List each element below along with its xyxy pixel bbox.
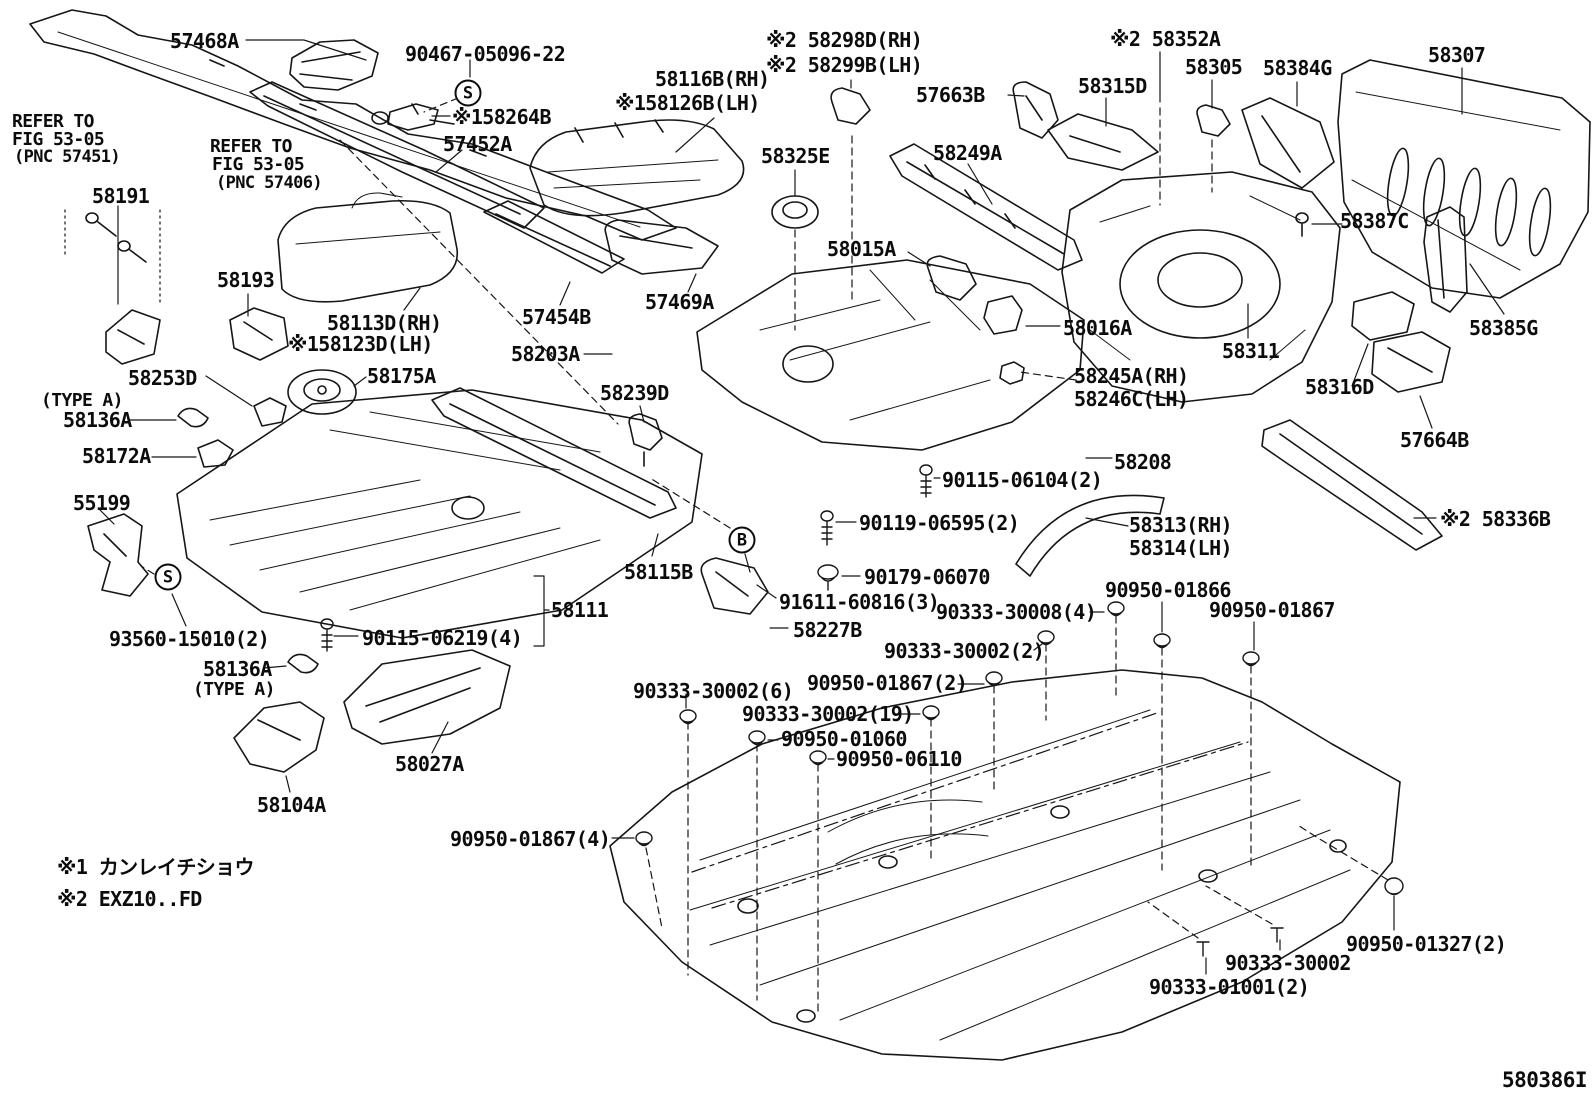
part-number-label: 58314(LH) xyxy=(1129,536,1233,560)
part-number-label: 58136A xyxy=(63,408,132,432)
part-number-label: 90950-01867 xyxy=(1209,598,1335,622)
part-number-label: 58175A xyxy=(367,364,436,388)
part-number-label: 90115-06219(4) xyxy=(362,626,523,650)
part-number-label: 58111 xyxy=(551,598,609,622)
part-number-label: 90333-30002(19) xyxy=(742,702,914,726)
part-number-label: ※2 58336B xyxy=(1440,507,1551,531)
part-number-label: 57469A xyxy=(645,290,714,314)
reference-note: REFER TO xyxy=(12,111,95,132)
part-number-label: ※2 58299B(LH) xyxy=(766,53,923,77)
part-number-label: 58246C(LH) xyxy=(1074,387,1189,411)
part-number-label: 58136A xyxy=(203,657,272,681)
figure-code: 580386I xyxy=(1502,1068,1588,1092)
part-number-label: 58311 xyxy=(1222,339,1280,363)
part-number-label: 58208 xyxy=(1114,450,1172,474)
part-number-label: 58193 xyxy=(217,268,275,292)
part-number-label: 90119-06595(2) xyxy=(859,511,1020,535)
part-number-label: ※2 58298D(RH) xyxy=(766,28,923,52)
part-number-label: 58116B(RH) xyxy=(655,67,770,91)
part-number-label: 90950-01867(2) xyxy=(807,671,968,695)
part-number-label: 58239D xyxy=(600,381,669,405)
leader-lines xyxy=(99,39,1505,975)
part-number-label: 57452A xyxy=(443,132,512,156)
part-number-label: 58249A xyxy=(933,141,1002,165)
circled-letter-s: S xyxy=(454,79,482,107)
part-number-label: 58385G xyxy=(1469,316,1538,340)
part-number-label: 58384G xyxy=(1263,56,1332,80)
part-number-label: 90950-01327(2) xyxy=(1346,932,1507,956)
part-number-label: 58245A(RH) xyxy=(1074,364,1189,388)
part-number-label: 58027A xyxy=(395,752,464,776)
circled-letter-s: S xyxy=(154,563,182,591)
part-number-label: 57663B xyxy=(916,83,985,107)
part-number-label: 90333-30002(2) xyxy=(884,639,1045,663)
part-number-label: 58316D xyxy=(1305,375,1374,399)
part-number-label: 90179-06070 xyxy=(864,565,990,589)
part-number-label: 58203A xyxy=(511,342,580,366)
part-number-label: 90333-30002(6) xyxy=(633,679,794,703)
part-number-label: 90950-01867(4) xyxy=(450,827,611,851)
reference-note: FIG 53-05 xyxy=(212,154,305,175)
part-number-label: 58172A xyxy=(82,444,151,468)
part-number-label: 90333-30002 xyxy=(1225,951,1351,975)
fastener-glyphs xyxy=(320,464,1404,957)
part-number-label: 93560-15010(2) xyxy=(109,627,270,651)
part-number-label: 58313(RH) xyxy=(1129,513,1233,537)
part-number-label: 90467-05096-22 xyxy=(405,42,566,66)
part-number-label: 58104A xyxy=(257,793,326,817)
variant-note: (TYPE A) xyxy=(41,390,124,411)
part-number-label: 90950-01060 xyxy=(781,727,907,751)
part-number-label: ※158126B(LH) xyxy=(615,91,760,115)
part-number-label: 58387C xyxy=(1340,209,1409,233)
part-number-label: 58253D xyxy=(128,366,197,390)
reference-note: REFER TO xyxy=(210,136,293,157)
part-number-label: 58191 xyxy=(92,184,150,208)
part-number-label: 90333-01001(2) xyxy=(1149,975,1310,999)
reference-note: FIG 53-05 xyxy=(12,129,105,150)
legend-note-2: ※2 EXZ10..FD xyxy=(57,887,202,911)
part-number-label: 58115B xyxy=(624,560,693,584)
part-number-label: ※2 58352A xyxy=(1110,27,1221,51)
part-number-label: 58325E xyxy=(761,144,830,168)
part-number-label: 58015A xyxy=(827,237,896,261)
part-number-label: ※158123D(LH) xyxy=(288,332,433,356)
part-number-label: 90950-06110 xyxy=(836,747,962,771)
part-number-label: 90333-30008(4) xyxy=(936,600,1097,624)
part-number-label: 91611-60816(3) xyxy=(779,590,940,614)
part-number-label: 57664B xyxy=(1400,428,1469,452)
part-number-label: 55199 xyxy=(73,491,131,515)
variant-note: (TYPE A) xyxy=(193,679,276,700)
part-number-label: 57468A xyxy=(170,29,239,53)
circled-letter-b: B xyxy=(728,526,756,554)
part-number-label: 58227B xyxy=(793,618,862,642)
legend-note-1: ※1 カンレイチショウ xyxy=(57,855,255,879)
part-number-label: 58305 xyxy=(1185,55,1243,79)
reference-note: (PNC 57451) xyxy=(14,147,121,167)
dashed-lines xyxy=(64,97,1389,1016)
part-number-label: ※158264B xyxy=(452,105,552,129)
part-number-label: 58307 xyxy=(1428,43,1486,67)
part-number-label: 58315D xyxy=(1078,74,1147,98)
part-number-label: 58016A xyxy=(1063,316,1132,340)
part-number-label: 58113D(RH) xyxy=(327,311,442,335)
part-number-label: 90950-01866 xyxy=(1105,578,1231,602)
part-number-label: 57454B xyxy=(522,305,591,329)
part-number-label: 90115-06104(2) xyxy=(942,468,1103,492)
reference-note: (PNC 57406) xyxy=(216,173,323,193)
part-outlines xyxy=(29,9,1591,1061)
